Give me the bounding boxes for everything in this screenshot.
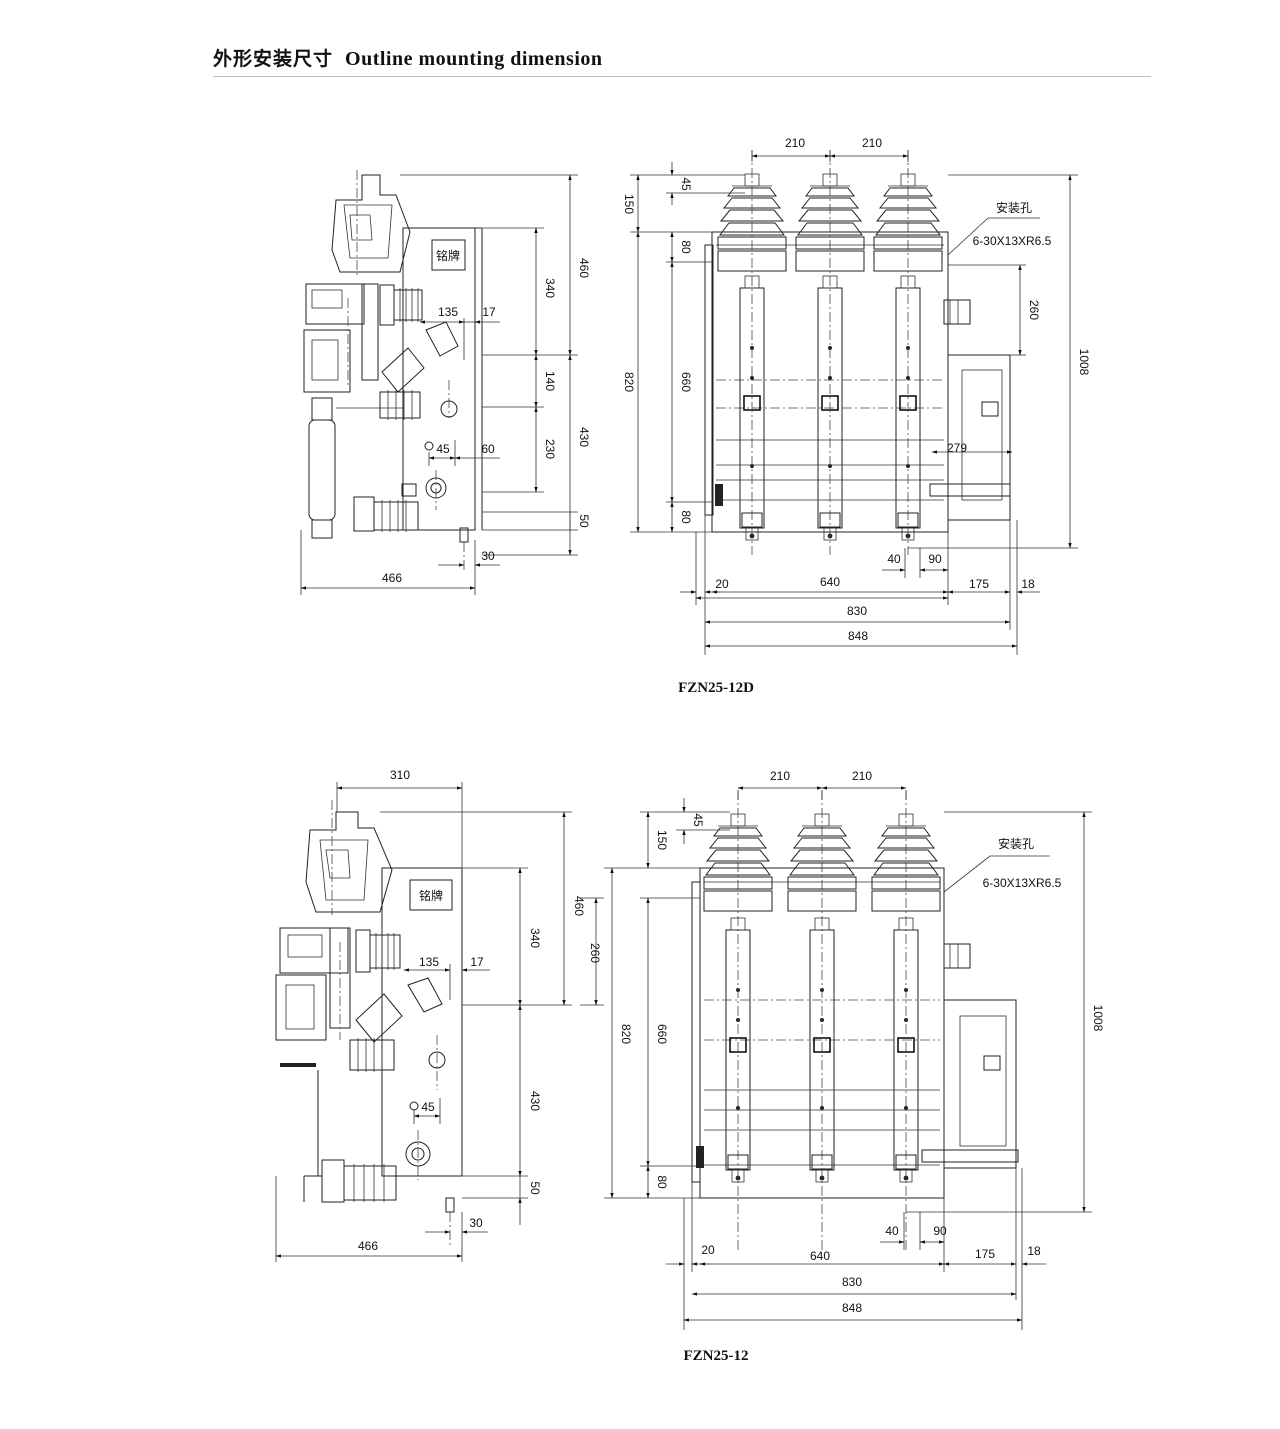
dim-50: 50 bbox=[528, 1181, 542, 1195]
dim-17: 17 bbox=[482, 305, 496, 319]
dim-210-right: 210 bbox=[862, 136, 882, 150]
dim-80-top: 80 bbox=[679, 240, 693, 254]
dim-848: 848 bbox=[842, 1301, 862, 1315]
dim-17: 17 bbox=[470, 955, 484, 969]
dim-50: 50 bbox=[577, 514, 591, 528]
front-view-2: 210 210 45 150 820 660 80 安装孔 6-30X bbox=[604, 769, 1105, 1330]
dim-260: 260 bbox=[1027, 300, 1041, 320]
dim-45: 45 bbox=[679, 177, 693, 191]
dim-660: 660 bbox=[655, 1024, 669, 1044]
mount-hole-spec: 6-30X13XR6.5 bbox=[973, 234, 1052, 248]
dim-340: 340 bbox=[528, 928, 542, 948]
dim-140: 140 bbox=[543, 371, 557, 391]
dim-45: 45 bbox=[436, 442, 450, 456]
dim-90: 90 bbox=[933, 1224, 947, 1238]
mount-hole-label: 安装孔 bbox=[998, 836, 1034, 851]
page-title: 外形安装尺寸 Outline mounting dimension bbox=[213, 44, 603, 71]
figure-fzn25-12: 铭牌 bbox=[275, 768, 1105, 1364]
dim-340: 340 bbox=[543, 278, 557, 298]
dim-90: 90 bbox=[928, 552, 942, 566]
dim-830: 830 bbox=[842, 1275, 862, 1289]
dim-20: 20 bbox=[701, 1243, 715, 1257]
dim-18: 18 bbox=[1021, 577, 1035, 591]
dim-260: 260 bbox=[588, 943, 602, 963]
dim-80-bottom: 80 bbox=[655, 1175, 669, 1189]
dim-210-left: 210 bbox=[770, 769, 790, 783]
dim-60: 60 bbox=[481, 442, 495, 456]
page-header: 外形安装尺寸 Outline mounting dimension bbox=[213, 40, 1151, 77]
dim-660: 660 bbox=[679, 372, 693, 392]
dim-848: 848 bbox=[848, 629, 868, 643]
dim-830: 830 bbox=[847, 604, 867, 618]
dim-175: 175 bbox=[969, 577, 989, 591]
dim-18: 18 bbox=[1027, 1244, 1041, 1258]
front-view-1: 210 210 45 150 820 80 660 80 安装孔 bbox=[622, 136, 1091, 655]
dim-30: 30 bbox=[469, 1216, 483, 1230]
dim-1008: 1008 bbox=[1077, 349, 1091, 376]
dim-150: 150 bbox=[655, 830, 669, 850]
mount-hole-spec: 6-30X13XR6.5 bbox=[983, 876, 1062, 890]
nameplate-label: 铭牌 bbox=[419, 888, 443, 903]
dim-430: 430 bbox=[577, 427, 591, 447]
dim-40: 40 bbox=[887, 552, 901, 566]
dim-135: 135 bbox=[438, 305, 458, 319]
dim-45: 45 bbox=[421, 1100, 435, 1114]
upper-insulator bbox=[379, 284, 423, 326]
dim-40: 40 bbox=[885, 1224, 899, 1238]
side-view-1: 铭牌 bbox=[300, 170, 591, 595]
model-label: FZN25-12 bbox=[684, 1348, 749, 1364]
dim-820: 820 bbox=[619, 1024, 633, 1044]
dim-135: 135 bbox=[419, 955, 439, 969]
title-en: Outline mounting dimension bbox=[345, 48, 603, 70]
dim-20: 20 bbox=[715, 577, 729, 591]
dim-175: 175 bbox=[975, 1247, 995, 1261]
title-cn: 外形安装尺寸 bbox=[213, 48, 334, 70]
dim-460: 460 bbox=[572, 896, 586, 916]
dim-466: 466 bbox=[358, 1239, 378, 1253]
dim-279: 279 bbox=[947, 441, 967, 455]
model-label: FZN25-12D bbox=[678, 680, 754, 696]
dim-820: 820 bbox=[622, 372, 636, 392]
dim-150: 150 bbox=[622, 194, 636, 214]
dim-466: 466 bbox=[382, 571, 402, 585]
dim-1008: 1008 bbox=[1091, 1005, 1105, 1032]
nameplate-label: 铭牌 bbox=[436, 248, 460, 263]
dim-430: 430 bbox=[528, 1091, 542, 1111]
dim-460: 460 bbox=[577, 258, 591, 278]
dim-310: 310 bbox=[390, 768, 410, 782]
dim-210-left: 210 bbox=[785, 136, 805, 150]
dim-640: 640 bbox=[810, 1249, 830, 1263]
dim-80-bottom: 80 bbox=[679, 510, 693, 524]
mount-hole-label: 安装孔 bbox=[996, 200, 1032, 215]
dim-210-right: 210 bbox=[852, 769, 872, 783]
dim-640: 640 bbox=[820, 575, 840, 589]
dim-45: 45 bbox=[691, 813, 705, 827]
side-view-2: 铭牌 bbox=[275, 768, 604, 1262]
figure-fzn25-12d: 铭牌 bbox=[300, 136, 1091, 696]
dim-30: 30 bbox=[481, 549, 495, 563]
dim-230: 230 bbox=[543, 439, 557, 459]
